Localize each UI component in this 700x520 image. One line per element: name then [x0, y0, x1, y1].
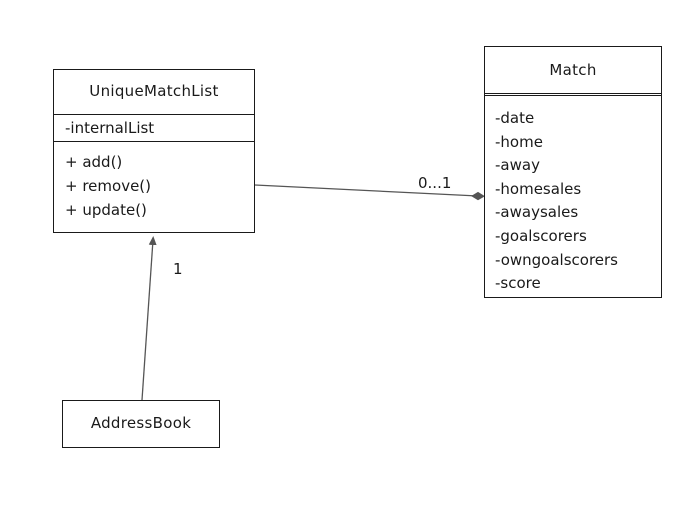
class-name: UniqueMatchList — [89, 82, 219, 100]
method-item: + update() — [65, 201, 147, 219]
attribute-item: -date — [495, 109, 535, 127]
attributes-section: -date -home -away -homesales -awaysales … — [485, 93, 661, 296]
attribute-item: -goalscorers — [495, 226, 587, 245]
attribute-item: -score — [495, 274, 541, 293]
method-item: + add() — [65, 153, 123, 171]
class-name: AddressBook — [90, 414, 192, 432]
method-item: + remove() — [65, 177, 152, 195]
class-box-address-book[interactable]: AddressBook — [62, 400, 220, 448]
class-name: Match — [549, 61, 597, 79]
attribute-item: -homesales — [495, 179, 582, 198]
attribute-item: -internalList — [65, 119, 155, 137]
aggregation-diamond-icon — [471, 191, 485, 201]
multiplicity-label-match: 0...1 — [418, 174, 452, 192]
class-box-unique-match-list[interactable]: UniqueMatchList -internalList + add() + … — [53, 69, 255, 233]
attribute-item: -awaysales — [495, 203, 579, 222]
association-line-unique-match[interactable] — [254, 184, 479, 197]
attribute-item: -owngoalscorers — [495, 250, 618, 269]
multiplicity-label-address: 1 — [173, 260, 183, 278]
association-line-address-unique[interactable] — [141, 236, 157, 401]
attributes-section: -internalList — [54, 114, 254, 141]
attribute-item: -home — [495, 132, 543, 151]
methods-section: + add() + remove() + update() — [54, 141, 254, 231]
attribute-item: -away — [495, 156, 540, 175]
class-box-match[interactable]: Match -date -home -away -homesales -away… — [484, 46, 662, 298]
